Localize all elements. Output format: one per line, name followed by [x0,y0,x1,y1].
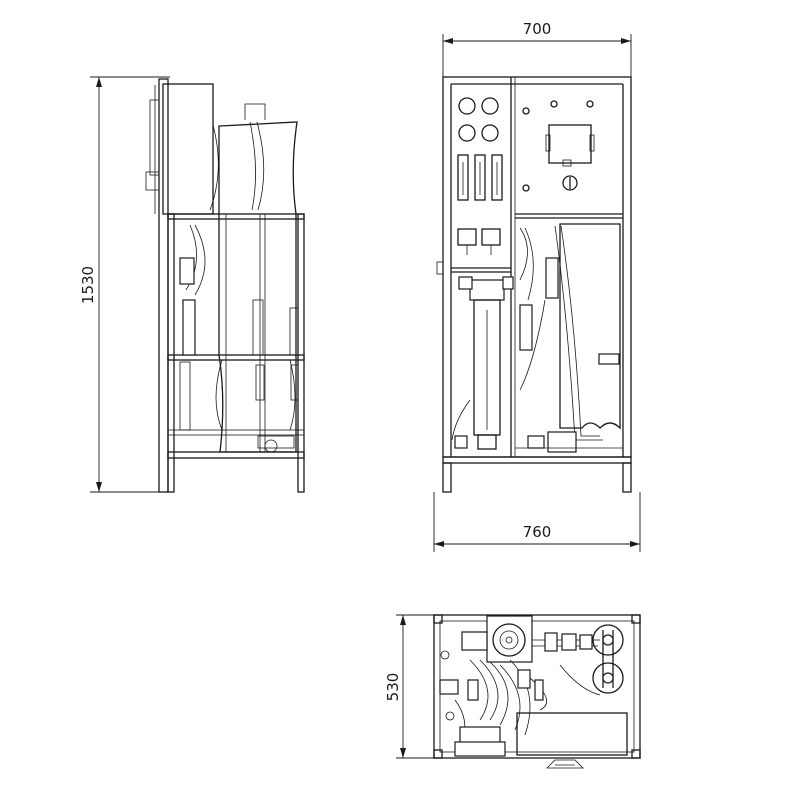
top-tank [516,712,628,756]
dimension-top-width: 700 [442,20,632,77]
dimension-height-label: 1530 [79,266,97,304]
dimension-depth: 530 [384,614,440,759]
top-membrane-caps [592,624,624,694]
dimension-bottom-width-label: 760 [523,523,552,541]
front-flow-meters [457,154,503,201]
side-leg-front [167,213,175,493]
front-cabinet [442,76,632,458]
front-cartridge-filter [458,276,514,450]
side-membrane-vessel [218,121,298,453]
front-gauges [458,97,499,142]
front-switch-2 [481,228,501,246]
front-control-panel [522,100,595,192]
front-leg-left [442,462,452,493]
top-view: 530 [384,614,641,769]
front-membrane-housing [559,223,621,430]
dimension-top-width-label: 700 [523,20,552,38]
front-base-rail [442,456,632,464]
side-frame-top [167,213,305,220]
front-view: 700 760 [433,20,641,552]
side-switch [145,171,160,191]
side-leg-back [297,213,305,493]
top-pump [461,615,533,663]
side-frame-bottom [167,451,305,459]
side-view: 1530 [79,76,305,493]
dimension-height: 1530 [79,76,170,493]
top-frame [433,614,641,759]
dimension-bottom-width: 760 [433,492,641,552]
side-control-box [162,83,214,215]
front-switch-1 [457,228,477,246]
front-leg-right [622,462,632,493]
side-gauge-protrusion [149,99,160,176]
side-frame-mid [167,354,305,361]
dimension-depth-label: 530 [384,673,402,702]
